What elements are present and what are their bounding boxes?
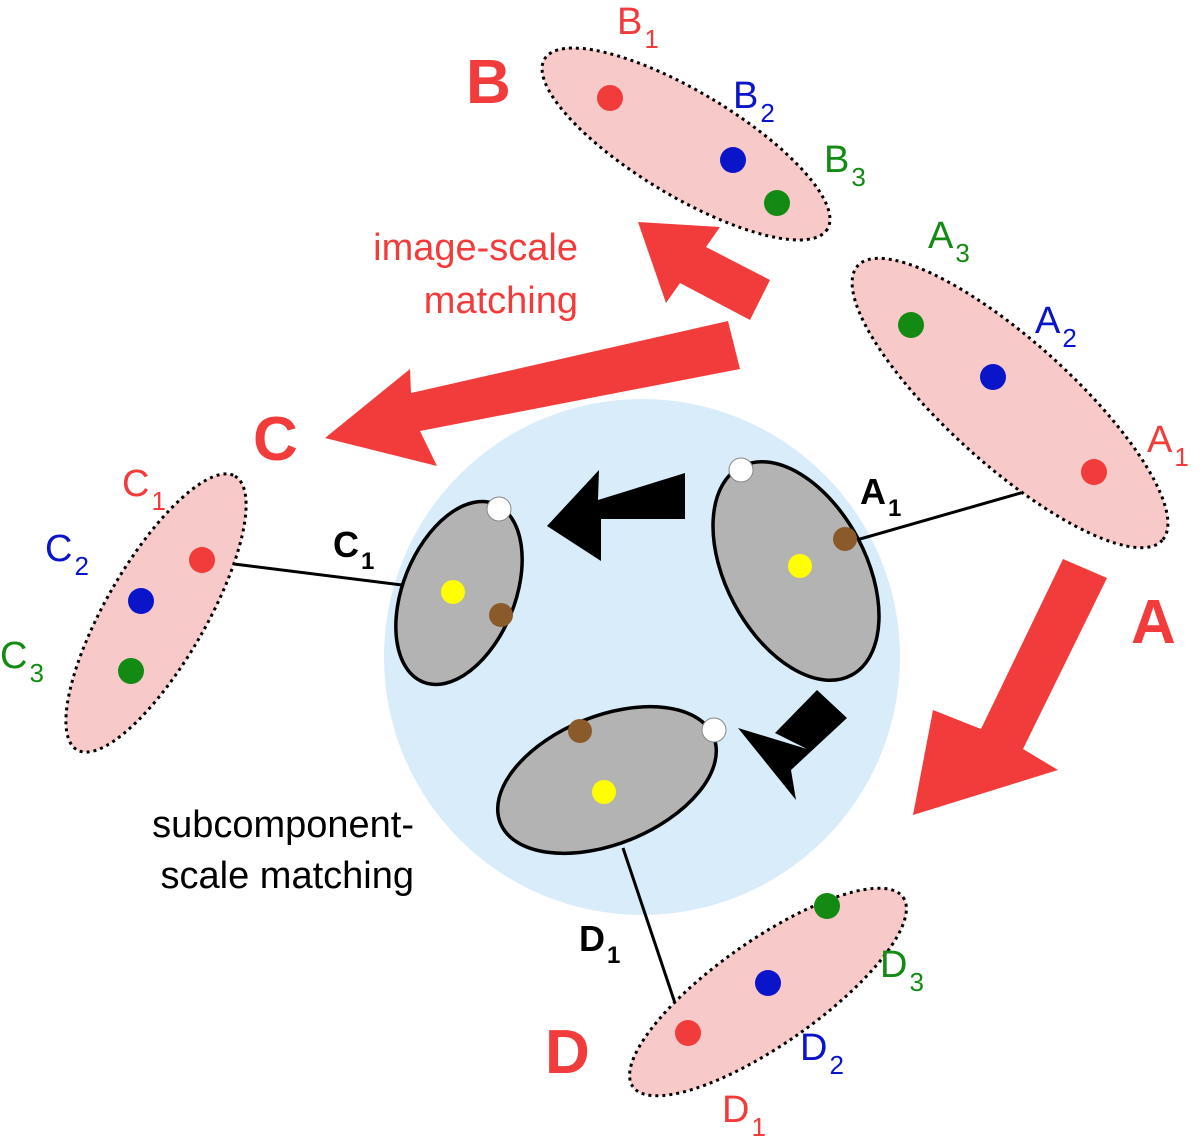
subcomponent-c-yellow (441, 580, 465, 604)
connector-c1 (201, 558, 403, 587)
red-arrow-a-to-d (913, 559, 1107, 815)
subcomponent-d-yellow (592, 780, 616, 804)
subcomponent-a-white (728, 457, 754, 483)
point-b3 (764, 190, 790, 216)
point-c1 (189, 547, 215, 573)
subcomponent-a-brown (833, 527, 857, 551)
group-label-d: D (545, 1018, 590, 1087)
subcomponent-c-brown (489, 603, 513, 627)
label-c3: C3 (0, 635, 44, 688)
label-b2: B2 (733, 75, 775, 128)
point-c2 (128, 588, 154, 614)
black-arrow-a-to-c (547, 470, 685, 561)
group-label-b: B (466, 48, 511, 117)
group-label-c: C (253, 405, 298, 474)
subcomponent-label-d1: D1 (579, 918, 620, 969)
subcomponent-label-a1: A1 (860, 471, 901, 522)
subcomponent-d-brown (568, 719, 592, 743)
point-a2 (980, 364, 1006, 390)
point-c3 (118, 658, 144, 684)
subcomponent-a-yellow (788, 554, 812, 578)
group-label-a: A (1131, 588, 1176, 657)
group-a-ellipse (850, 256, 1170, 550)
label-a3: A3 (928, 215, 970, 268)
caption-subcomponent-2: scale matching (161, 855, 414, 897)
point-d2 (755, 970, 781, 996)
caption-image-scale-2: matching (424, 280, 578, 322)
label-b1: B1 (617, 1, 659, 54)
black-arrow-a-to-d (738, 690, 847, 800)
label-a1: A1 (1147, 419, 1189, 472)
point-d3 (814, 893, 840, 919)
subcomponent-c-white (486, 496, 512, 522)
group-c-ellipse (64, 472, 248, 754)
caption-image-scale-1: image-scale (373, 227, 578, 269)
red-arrow-a-to-c (325, 321, 740, 466)
label-d1: D1 (722, 1089, 766, 1141)
label-c2: C2 (45, 528, 89, 581)
point-b1 (597, 85, 623, 111)
point-d1 (675, 1020, 701, 1046)
point-a1 (1081, 459, 1107, 485)
point-a3 (898, 312, 924, 338)
label-d3: D3 (880, 944, 924, 997)
label-d2: D2 (800, 1027, 844, 1080)
subcomponent-d-white (701, 717, 727, 743)
label-c1: C1 (122, 463, 166, 516)
point-b2 (720, 147, 746, 173)
red-arrow-a-to-b (638, 222, 770, 320)
subcomponent-label-c1: C1 (333, 524, 374, 575)
caption-subcomponent-1: subcomponent- (152, 804, 414, 846)
label-a2: A2 (1035, 300, 1077, 353)
label-b3: B3 (824, 139, 866, 192)
